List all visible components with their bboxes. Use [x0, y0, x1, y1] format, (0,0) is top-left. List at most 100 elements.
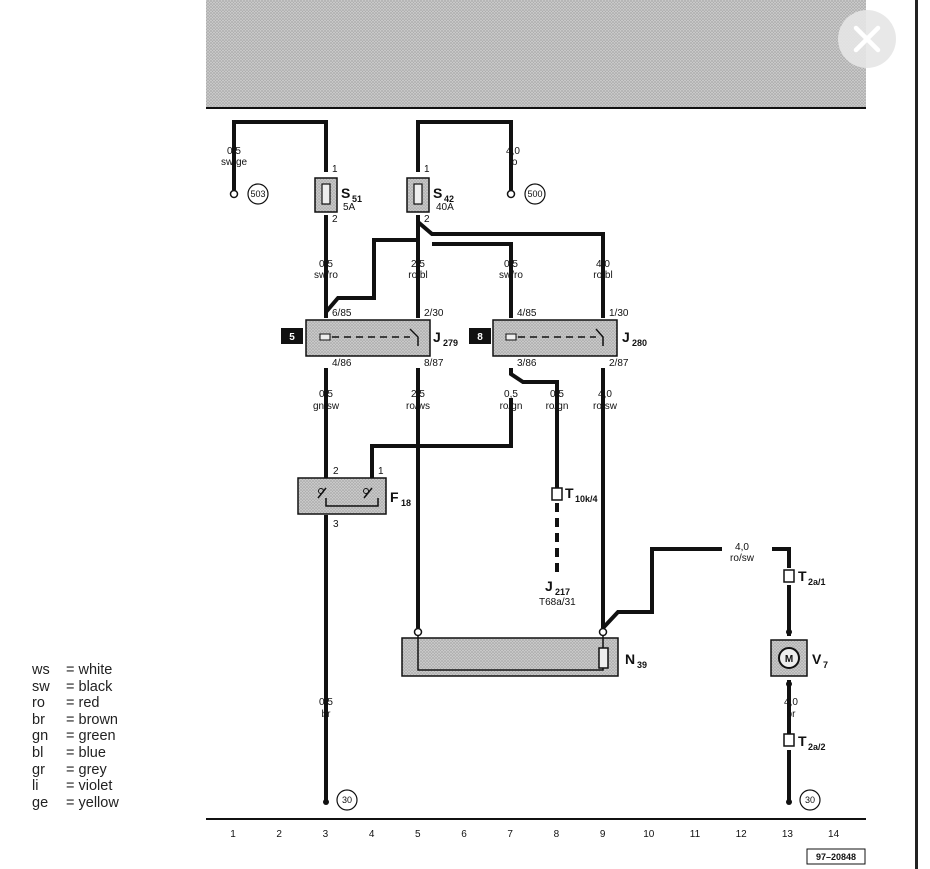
viewer-edge — [915, 0, 918, 869]
svg-text:ro/sw: ro/sw — [730, 553, 755, 564]
grid-number: 5 — [415, 829, 421, 840]
tab-5-box — [281, 328, 303, 344]
ref-503: 503 — [229, 183, 269, 205]
legend-row: li= violet — [32, 778, 113, 795]
svg-text:4,0: 4,0 — [784, 697, 798, 708]
legend-row: ws= white — [32, 662, 113, 678]
tab-8-label: 8 — [477, 332, 483, 343]
svg-text:ro/bl: ro/bl — [408, 270, 427, 281]
svg-text:2,5: 2,5 — [411, 259, 425, 270]
color-legend: ws= white sw= black ro= red br= brown gn… — [32, 662, 119, 811]
svg-text:br: br — [322, 709, 332, 720]
legend-row: gn= green — [32, 728, 116, 745]
svg-text:0,5: 0,5 — [319, 259, 333, 270]
j217-label: J — [545, 578, 553, 594]
ref-30-left: 30 — [323, 789, 358, 811]
component-n39: N 39 — [401, 632, 647, 677]
grid-number: 4 — [369, 829, 375, 840]
svg-text:500: 500 — [527, 189, 542, 199]
svg-text:0,5: 0,5 — [319, 389, 333, 400]
grid-number: 8 — [554, 829, 560, 840]
svg-text:0,5: 0,5 — [227, 146, 241, 157]
svg-text:39: 39 — [637, 660, 647, 670]
svg-text:1: 1 — [424, 164, 430, 175]
legend-row: sw= black — [32, 678, 113, 695]
svg-text:280: 280 — [632, 338, 647, 348]
svg-text:ro: ro — [509, 157, 518, 168]
header-shaded-area — [206, 0, 866, 108]
grid-number: 11 — [690, 829, 701, 840]
ref-500: 500 — [506, 183, 546, 205]
motor-v7: M V 7 — [770, 639, 828, 677]
svg-text:4/86: 4/86 — [332, 358, 352, 369]
svg-text:2,5: 2,5 — [411, 389, 425, 400]
svg-text:J: J — [622, 329, 630, 345]
svg-text:503: 503 — [250, 189, 265, 199]
svg-text:M: M — [785, 654, 793, 665]
relay-j280: J 280 — [492, 319, 647, 357]
svg-text:ro/ws: ro/ws — [406, 401, 430, 412]
svg-text:gn/sw: gn/sw — [313, 401, 340, 412]
svg-text:4/85: 4/85 — [517, 308, 537, 319]
grid-number: 3 — [323, 829, 329, 840]
svg-text:2a/1: 2a/1 — [808, 577, 826, 587]
svg-text:T: T — [798, 733, 807, 749]
legend-row: br= brown — [32, 711, 118, 728]
legend-row: ro= red — [32, 695, 100, 712]
svg-text:2/87: 2/87 — [609, 358, 629, 369]
tab-8-box — [469, 328, 491, 344]
svg-text:0,5: 0,5 — [550, 389, 564, 400]
grid-number: 9 — [600, 829, 606, 840]
close-icon — [853, 25, 881, 53]
svg-text:N: N — [625, 651, 635, 667]
svg-text:1: 1 — [378, 466, 384, 477]
ref-30-right: 30 — [786, 789, 821, 811]
svg-text:sw/ro: sw/ro — [499, 270, 523, 281]
svg-text:2/30: 2/30 — [424, 308, 444, 319]
figure-id: 97–20848 — [816, 852, 856, 862]
svg-text:0,5: 0,5 — [504, 389, 518, 400]
svg-text:2: 2 — [333, 466, 339, 477]
fuse-s42: S 42 40A — [406, 177, 454, 213]
grid-number: 14 — [828, 829, 840, 840]
legend-row: ge= yellow — [32, 794, 119, 811]
wire-labels: 0,5 sw/ge 4,0 ro 0,5 sw/ro 2,5 ro/bl 0,5… — [221, 146, 798, 720]
svg-text:4,0: 4,0 — [506, 146, 520, 157]
grid-number: 13 — [782, 829, 794, 840]
svg-text:br: br — [787, 709, 797, 720]
svg-text:30: 30 — [805, 795, 815, 805]
svg-text:V: V — [812, 651, 822, 667]
svg-text:J: J — [433, 329, 441, 345]
svg-text:4,0: 4,0 — [598, 389, 612, 400]
svg-text:F: F — [390, 489, 399, 505]
close-button[interactable] — [838, 10, 896, 68]
connector-t2a1: T 2a/1 — [783, 568, 826, 587]
svg-text:T: T — [565, 485, 574, 501]
svg-text:ro/gn: ro/gn — [500, 401, 523, 412]
relay-j279: J 279 — [305, 319, 458, 357]
svg-text:3: 3 — [333, 519, 339, 530]
svg-text:5A: 5A — [343, 202, 356, 213]
svg-text:1/30: 1/30 — [609, 308, 629, 319]
legend-row: bl= blue — [32, 744, 106, 761]
svg-text:40A: 40A — [436, 202, 454, 213]
svg-text:S: S — [433, 185, 442, 201]
svg-text:51: 51 — [352, 194, 362, 204]
svg-text:T: T — [798, 568, 807, 584]
figure-id-box — [806, 848, 866, 865]
svg-text:7: 7 — [823, 660, 828, 670]
svg-text:279: 279 — [443, 338, 458, 348]
junction-n39-right — [598, 627, 608, 637]
svg-text:ro/gn: ro/gn — [546, 401, 569, 412]
grid-number: 12 — [736, 829, 748, 840]
svg-text:18: 18 — [401, 498, 411, 508]
svg-text:2a/2: 2a/2 — [808, 742, 826, 752]
svg-text:4,0: 4,0 — [596, 259, 610, 270]
legend-row: gr= grey — [32, 761, 107, 778]
tab-5-label: 5 — [289, 332, 295, 343]
pin-labels: 1 2 1 2 6/85 2/30 4/86 8/87 4/85 1/30 3/… — [332, 164, 629, 530]
j217-sub: 217 — [555, 587, 570, 597]
svg-text:ro/bl: ro/bl — [593, 270, 612, 281]
fuse-s51: S 51 5A — [314, 177, 362, 213]
